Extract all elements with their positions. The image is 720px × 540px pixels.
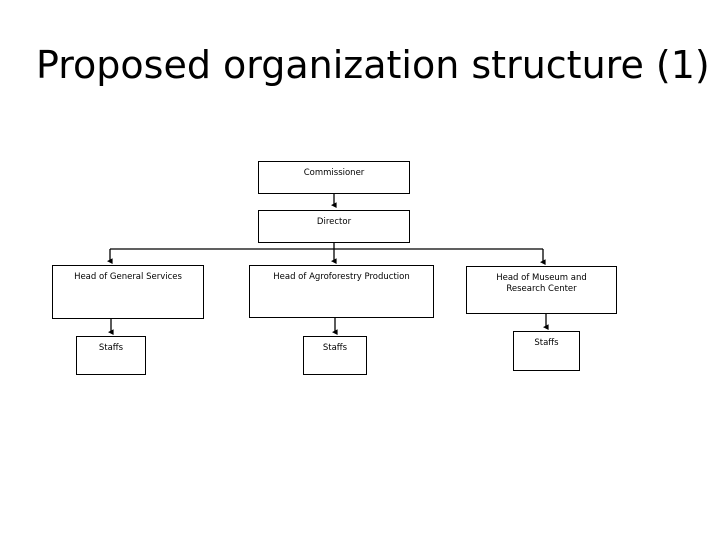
node-label: Staffs bbox=[534, 338, 559, 348]
node-head-general-services[interactable]: Head of General Services bbox=[52, 265, 204, 319]
node-label: Head of Museum and bbox=[496, 273, 587, 283]
node-label: Staffs bbox=[98, 343, 124, 353]
node-label: Director bbox=[316, 217, 352, 227]
node-staffs-agroforestry[interactable]: Staffs bbox=[303, 336, 367, 375]
node-staffs-museum[interactable]: Staffs bbox=[513, 331, 580, 371]
node-head-museum-research[interactable]: Head of Museum and Research Center bbox=[466, 266, 617, 314]
node-label: Commissioner bbox=[303, 168, 365, 178]
node-label: Head of Agroforestry Production bbox=[273, 272, 410, 282]
node-staffs-general-services[interactable]: Staffs bbox=[76, 336, 146, 375]
node-head-agroforestry-production[interactable]: Head of Agroforestry Production bbox=[249, 265, 434, 318]
page-title: Proposed organization structure (1) bbox=[36, 43, 710, 87]
node-label: Staffs bbox=[322, 343, 348, 353]
node-commissioner[interactable]: Commissioner bbox=[258, 161, 410, 194]
node-label: Head of General Services bbox=[74, 272, 182, 282]
edge-director-bus bbox=[110, 243, 543, 250]
node-label-line2: Research Center bbox=[506, 284, 577, 294]
node-director[interactable]: Director bbox=[258, 210, 410, 243]
